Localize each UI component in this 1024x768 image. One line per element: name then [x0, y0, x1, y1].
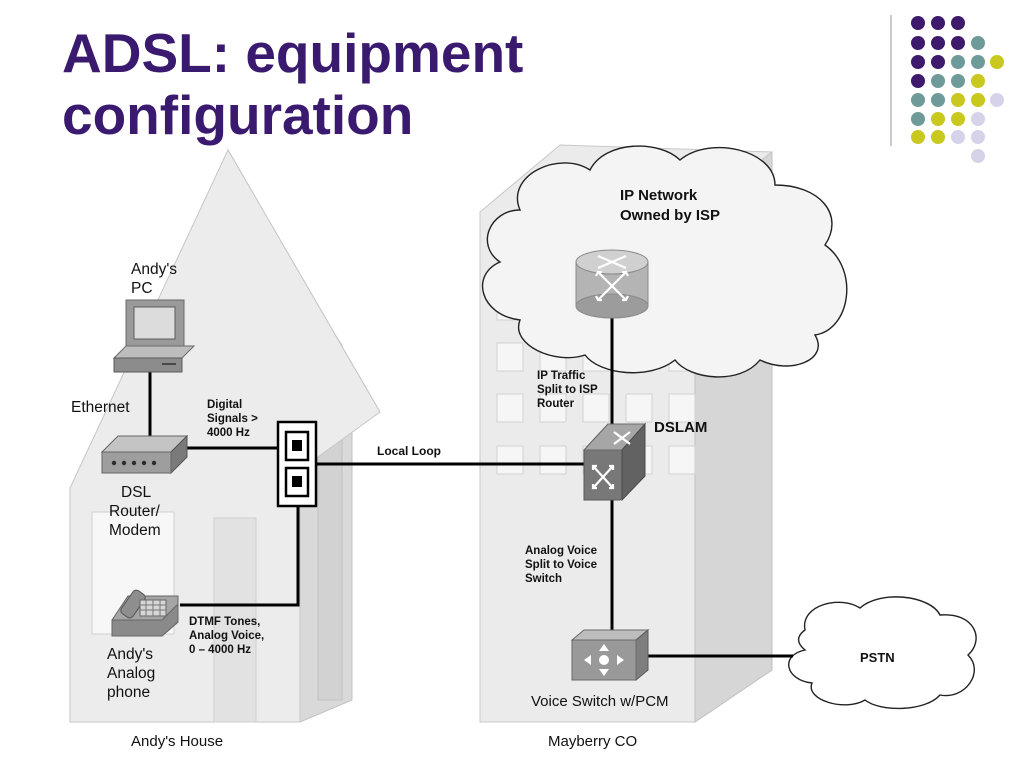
- local-loop-label: Local Loop: [377, 444, 441, 458]
- dslam-label: DSLAM: [654, 419, 707, 436]
- digital-label-line-2: Signals >: [207, 413, 258, 425]
- title-line-2: configuration: [62, 84, 414, 146]
- ip-network-label-line-1: IP Network: [620, 187, 698, 204]
- ip-traffic-label-line-3: Router: [537, 398, 575, 410]
- analog-voice-label-line-3: Switch: [525, 573, 562, 585]
- pc-icon: [112, 299, 196, 373]
- pc-label-line-1: Andy's: [131, 261, 177, 278]
- dots: [911, 16, 1004, 163]
- phone-icon: [111, 589, 179, 637]
- modem-label-line-1: DSL: [121, 484, 152, 501]
- phone-line: [180, 491, 300, 607]
- dtmf-label-line-1: DTMF Tones,: [189, 616, 260, 628]
- phone-label-line-1: Andy's: [107, 646, 153, 663]
- house-door: [213, 517, 257, 723]
- ip-traffic-label-line-2: Split to ISP: [537, 384, 598, 396]
- slide-title: ADSL: equipment configuration: [62, 22, 622, 146]
- pstn-cloud: [788, 596, 977, 710]
- digital-label-line-3: 4000 Hz: [207, 427, 250, 439]
- phone-label-line-2: Analog: [107, 665, 155, 682]
- co-labels: IP Network Owned by ISP IP Traffic Split…: [525, 187, 720, 750]
- dtmf-label-line-3: 0 – 4000 Hz: [189, 644, 251, 656]
- pc-label-line-2: PC: [131, 280, 153, 297]
- modem-label-line-2: Router/: [109, 503, 161, 520]
- voice-switch-icon: [570, 628, 650, 682]
- analog-voice-label-line-1: Analog Voice: [525, 545, 597, 557]
- pc-screen: [133, 306, 176, 340]
- phone-label-line-3: phone: [107, 684, 150, 701]
- ip-traffic-label-line-1: IP Traffic: [537, 370, 586, 382]
- voice-switch-label: Voice Switch w/PCM: [531, 693, 669, 710]
- modem-label-line-3: Modem: [109, 522, 161, 539]
- ip-network-label-line-2: Owned by ISP: [620, 207, 720, 224]
- isp-router-icon: [575, 249, 649, 319]
- dtmf-label-line-2: Analog Voice,: [189, 630, 264, 642]
- decorative-dot-grid: [890, 15, 1004, 163]
- wall-jack-splitter: [276, 420, 318, 508]
- pstn-label: PSTN: [860, 650, 895, 665]
- co-caption: Mayberry CO: [548, 733, 637, 750]
- dsl-modem-icon: [100, 434, 189, 475]
- house-labels: Andy's PC Ethernet DSL Router/ Modem And…: [71, 261, 264, 750]
- house: [69, 148, 381, 723]
- house-caption: Andy's House: [131, 733, 223, 750]
- pc-base: [113, 357, 183, 373]
- title-line-1: ADSL: equipment: [62, 22, 524, 84]
- dslam-icon: [582, 422, 647, 502]
- ip-network-cloud: [481, 145, 848, 378]
- digital-label-line-1: Digital: [207, 399, 242, 411]
- analog-voice-label-line-2: Split to Voice: [525, 559, 597, 571]
- connection-lines: [148, 318, 793, 658]
- ethernet-label: Ethernet: [71, 399, 130, 416]
